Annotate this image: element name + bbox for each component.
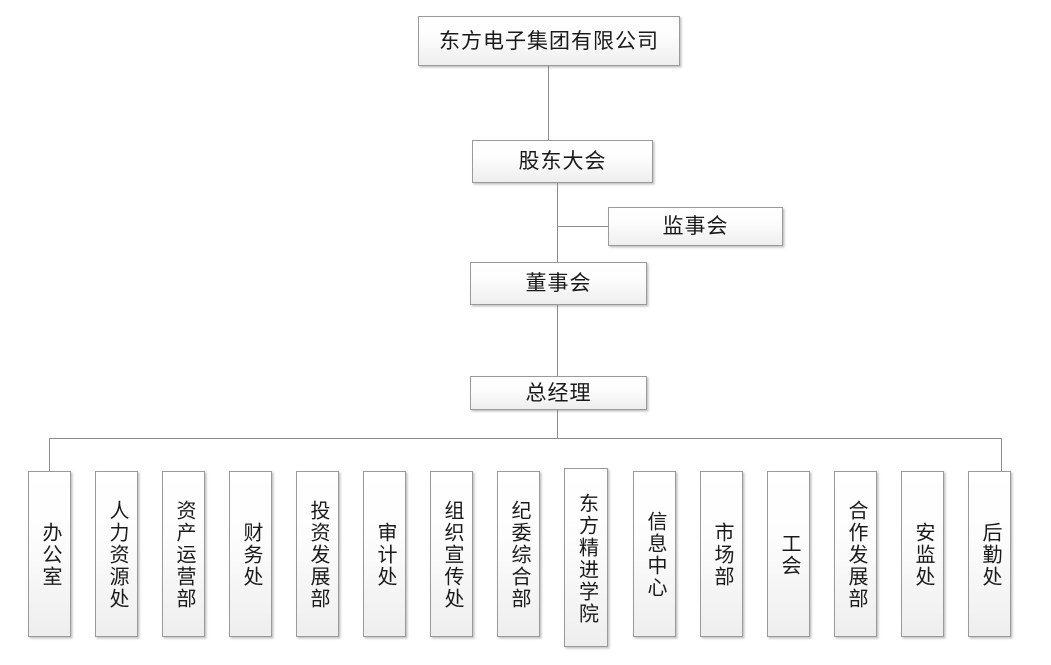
department-box-2[interactable]: 资产运营部 <box>162 471 205 637</box>
department-box-14[interactable]: 后勤处 <box>968 471 1011 637</box>
department-box-12[interactable]: 合作发展部 <box>834 471 877 637</box>
connector-bus-to-last-department <box>1001 438 1002 471</box>
department-bus-line <box>49 438 1002 439</box>
department-box-10[interactable]: 市场部 <box>700 471 743 637</box>
node-company[interactable]: 东方电子集团有限公司 <box>418 16 680 66</box>
node-board-of-directors[interactable]: 董事会 <box>470 262 647 305</box>
node-shareholders-meeting[interactable]: 股东大会 <box>472 140 653 183</box>
department-box-0[interactable]: 办公室 <box>28 471 71 637</box>
department-box-6[interactable]: 组织宣传处 <box>430 471 473 637</box>
department-box-4[interactable]: 投资发展部 <box>296 471 339 637</box>
connector-bus-to-first-department <box>49 438 50 471</box>
node-supervisory-board[interactable]: 监事会 <box>608 207 783 246</box>
department-box-8[interactable]: 东方精进学院 <box>564 468 608 647</box>
department-box-3[interactable]: 财务处 <box>229 471 272 637</box>
connector-board-to-general-manager <box>557 305 558 376</box>
connector-shareholders-to-board <box>557 183 558 262</box>
connector-supervisory-branch <box>557 226 609 227</box>
connector-company-to-shareholders <box>548 66 549 140</box>
department-box-7[interactable]: 纪委综合部 <box>497 471 540 637</box>
department-box-11[interactable]: 工会 <box>767 471 810 637</box>
node-general-manager[interactable]: 总经理 <box>470 376 647 410</box>
connector-general-manager-to-bus <box>557 410 558 438</box>
department-box-9[interactable]: 信息中心 <box>633 471 676 637</box>
department-box-5[interactable]: 审计处 <box>363 471 406 637</box>
department-box-1[interactable]: 人力资源处 <box>95 471 138 637</box>
department-box-13[interactable]: 安监处 <box>901 471 944 637</box>
